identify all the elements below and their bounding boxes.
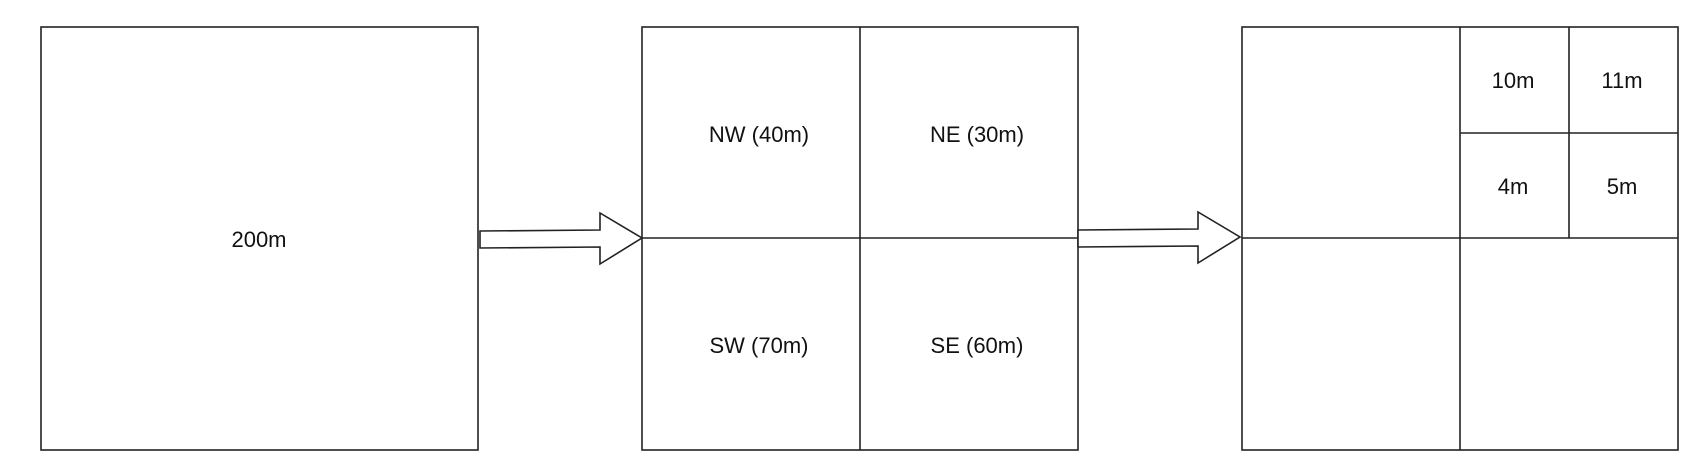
arrow-right-icon	[479, 211, 644, 266]
arrow-right-icon	[1077, 210, 1242, 265]
stage1-label: 200m	[231, 227, 287, 252]
subquadrant-br-label: 5m	[1606, 174, 1638, 199]
quadrant-nw-label: NW (40m)	[708, 122, 810, 147]
subquadrant-bl-label: 4m	[1497, 174, 1529, 199]
stage2-box	[641, 26, 1079, 451]
subquadrant-tl-label: 10m	[1491, 68, 1535, 93]
subquadrant-tr-label: 11m	[1601, 68, 1643, 93]
stage3-box	[1241, 26, 1679, 451]
quadrant-sw-label: SW (70m)	[709, 333, 809, 358]
quadrant-se-label: SE (60m)	[930, 333, 1024, 358]
stage1-box	[40, 26, 479, 451]
quadrant-ne-label: NE (30m)	[929, 122, 1025, 147]
